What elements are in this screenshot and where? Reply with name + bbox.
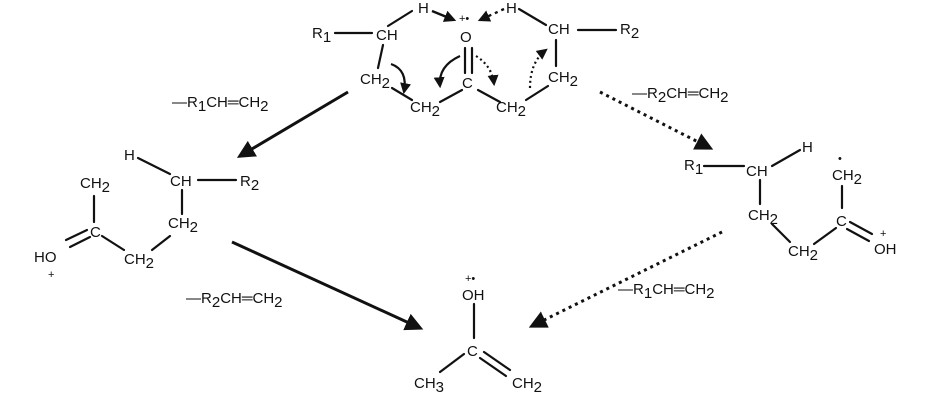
bottom-eliminations: —R2CH═CH2 —R1CH═CH2 xyxy=(186,230,723,331)
left-int-r2: R2 xyxy=(240,173,259,194)
top-left-ch2-b: CH2 xyxy=(410,99,440,120)
left-int-plus: + xyxy=(48,269,54,281)
right-int-plus: + xyxy=(880,228,886,240)
left-intermediate-structure: CH2 C HO + CH2 CH2 CH R2 H xyxy=(34,147,259,281)
left-int-ch2-right: CH2 xyxy=(168,215,198,236)
top-o-charge: +• xyxy=(459,13,469,25)
product-ch3: CH3 xyxy=(414,375,444,396)
left-int-h: H xyxy=(124,147,135,164)
right-int-ch2-a: CH2 xyxy=(748,207,778,228)
right-int-radical: • xyxy=(838,153,842,165)
right-int-ch2-b: CH2 xyxy=(788,243,818,264)
left-int-ch2-top: CH2 xyxy=(80,175,110,196)
left-int-c: C xyxy=(90,224,101,241)
top-right-ch2-b: CH2 xyxy=(496,99,526,120)
top-left-ch2-a: CH2 xyxy=(360,71,390,92)
right-int-c: C xyxy=(836,213,847,230)
left-int-ch2-bottom: CH2 xyxy=(124,251,154,272)
right-int-r1: R1 xyxy=(684,157,703,178)
left-int-ho: HO xyxy=(34,249,57,266)
right-int-oh: OH xyxy=(874,241,897,258)
top-right-ch2-a: CH2 xyxy=(548,69,578,90)
right-int-ch2-top: CH2 xyxy=(832,167,862,188)
right-intermediate-structure: R1 CH H CH2 CH2 C OH + CH2 • xyxy=(684,139,897,264)
product-c: C xyxy=(467,343,478,360)
top-right-ch: CH xyxy=(548,21,570,38)
elimination-left-top: —R1CH═CH2 xyxy=(172,94,269,115)
top-left-h: H xyxy=(418,0,429,17)
top-eliminations: —R1CH═CH2 —R2CH═CH2 xyxy=(172,85,729,158)
top-left-ch: CH xyxy=(376,27,398,44)
product-charge: +• xyxy=(465,273,475,285)
elimination-right-bottom: —R1CH═CH2 xyxy=(618,281,715,302)
top-o-label: O xyxy=(460,29,472,46)
top-carbonyl-c: C xyxy=(462,75,473,92)
left-int-ch: CH xyxy=(170,173,192,190)
right-int-ch: CH xyxy=(746,163,768,180)
product-oh: OH xyxy=(462,287,485,304)
top-r2-label: R2 xyxy=(620,21,639,42)
product-ch2: CH2 xyxy=(512,375,542,396)
top-right-h: H xyxy=(506,0,517,17)
enol-product-structure: +• OH C CH3 CH2 xyxy=(414,273,542,396)
molecular-ion-structure: R1 CH H O +• H CH R2 CH2 CH2 C CH2 CH2 xyxy=(312,0,639,120)
elimination-left-bottom: —R2CH═CH2 xyxy=(186,290,283,311)
elimination-right-top: —R2CH═CH2 xyxy=(632,85,729,106)
right-int-h: H xyxy=(802,139,813,156)
top-r1-label: R1 xyxy=(312,25,331,46)
